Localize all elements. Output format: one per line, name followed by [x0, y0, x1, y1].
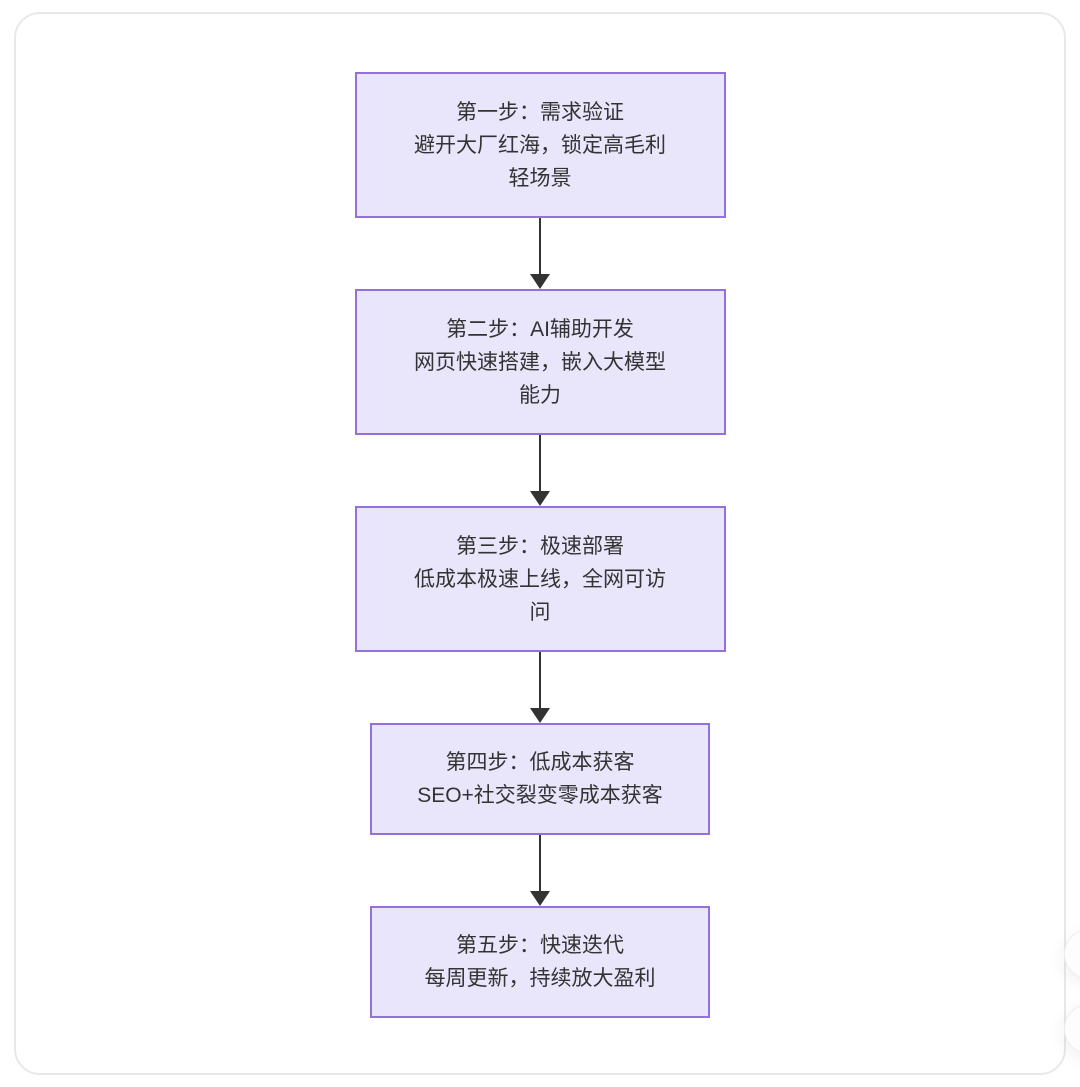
node-text-line: 避开大厂红海，锁定高毛利 — [414, 133, 666, 157]
flow-arrow-step2-step3 — [530, 435, 550, 506]
flowchart: 第一步：需求验证 避开大厂红海，锁定高毛利 轻场景 第二步：AI辅助开发 网页快… — [16, 14, 1064, 1018]
flow-arrow-step1-step2 — [530, 218, 550, 289]
flow-arrow-step3-step4 — [530, 652, 550, 723]
flow-node-step1: 第一步：需求验证 避开大厂红海，锁定高毛利 轻场景 — [354, 72, 726, 218]
arrowhead-icon — [530, 891, 550, 906]
arrow-line — [539, 652, 541, 708]
node-text-line: 第三步：极速部署 — [456, 534, 624, 558]
node-text-line: 第二步：AI辅助开发 — [446, 317, 634, 341]
node-text-line: 问 — [529, 600, 551, 624]
node-text-line: 能力 — [519, 383, 561, 407]
node-text-line: 第五步：快速迭代 — [456, 934, 624, 957]
node-text-line: 轻场景 — [508, 166, 572, 190]
arrowhead-icon — [530, 274, 550, 289]
arrow-line — [539, 435, 541, 491]
diagram-card: 第一步：需求验证 避开大厂红海，锁定高毛利 轻场景 第二步：AI辅助开发 网页快… — [14, 12, 1066, 1075]
arrowhead-icon — [530, 708, 550, 723]
arrow-line — [539, 218, 541, 274]
floating-button-partial-bottom[interactable] — [1064, 1004, 1080, 1054]
node-text-line: 低成本极速上线，全网可访 — [414, 567, 666, 591]
node-text-line: SEO+社交裂变零成本获客 — [417, 784, 663, 807]
flow-node-step2: 第二步：AI辅助开发 网页快速搭建，嵌入大模型 能力 — [354, 289, 726, 435]
node-text-line: 第四步：低成本获客 — [445, 751, 635, 774]
node-text-line: 第一步：需求验证 — [456, 100, 624, 124]
flow-node-step4: 第四步：低成本获客 SEO+社交裂变零成本获客 — [370, 723, 710, 835]
node-text-line: 每周更新，持续放大盈利 — [424, 967, 656, 990]
flow-node-step5: 第五步：快速迭代 每周更新，持续放大盈利 — [370, 906, 710, 1018]
node-text-line: 网页快速搭建，嵌入大模型 — [414, 350, 666, 374]
floating-button-partial-top[interactable] — [1064, 929, 1080, 979]
arrowhead-icon — [530, 491, 550, 506]
flow-node-step3: 第三步：极速部署 低成本极速上线，全网可访 问 — [354, 506, 726, 652]
flow-arrow-step4-step5 — [530, 835, 550, 906]
arrow-line — [539, 835, 541, 891]
